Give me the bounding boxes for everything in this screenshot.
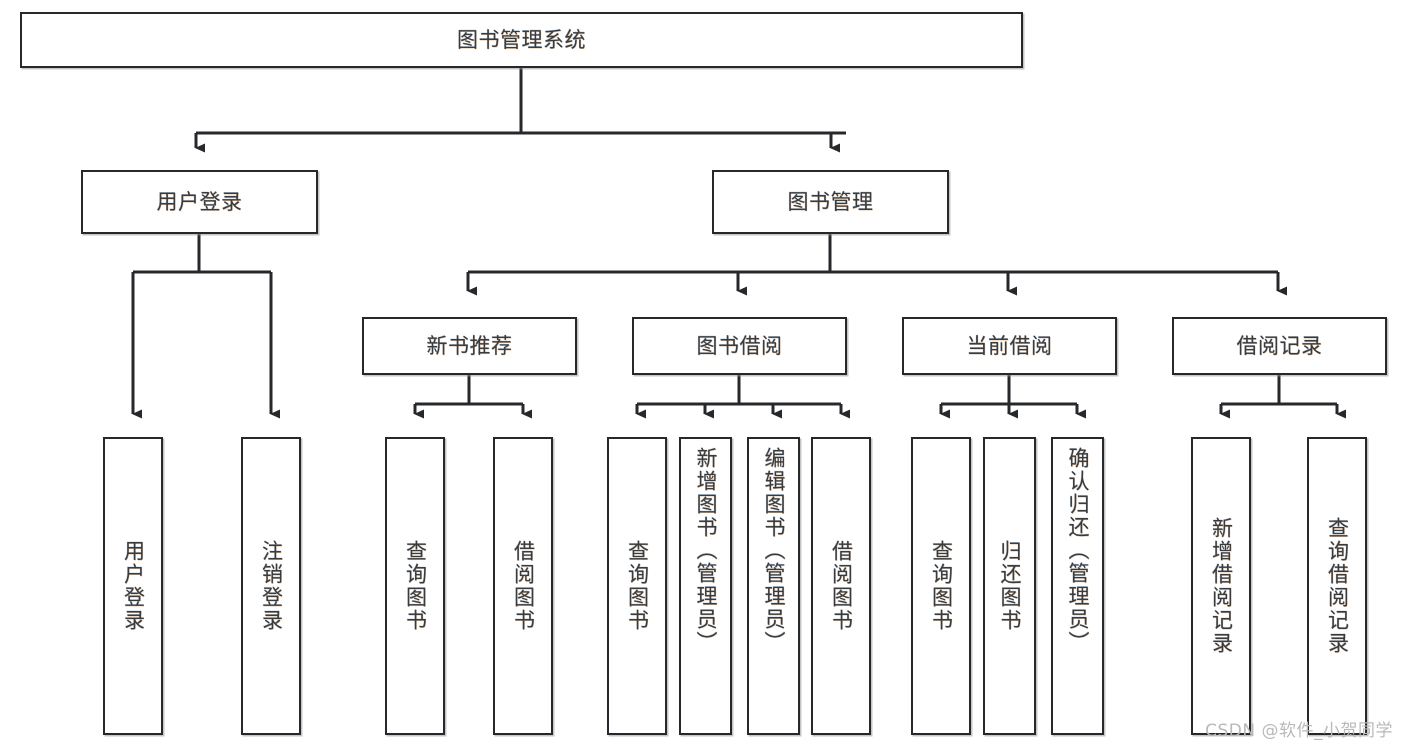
node-new-book-recommend[interactable]: 新书推荐 bbox=[362, 317, 577, 375]
node-book-management-label: 图书管理 bbox=[787, 189, 874, 214]
node-leaf-query-book-current-label: 查询图书 bbox=[929, 540, 954, 632]
node-current-borrow[interactable]: 当前借阅 bbox=[902, 317, 1117, 375]
node-user-login[interactable]: 用户登录 bbox=[81, 170, 318, 234]
node-leaf-query-book-recommend[interactable]: 查询图书 bbox=[385, 437, 445, 735]
node-leaf-add-book[interactable]: 新增图书（管理员） bbox=[679, 437, 732, 735]
node-leaf-query-book-borrow-label: 查询图书 bbox=[625, 540, 650, 632]
node-leaf-user-login-label: 用户登录 bbox=[121, 540, 146, 632]
node-leaf-user-login[interactable]: 用户登录 bbox=[103, 437, 163, 735]
node-leaf-borrow-book-recommend-label: 借阅图书 bbox=[511, 540, 536, 632]
node-current-borrow-label: 当前借阅 bbox=[966, 333, 1053, 358]
node-book-borrow[interactable]: 图书借阅 bbox=[632, 317, 847, 375]
node-root-system-label: 图书管理系统 bbox=[457, 27, 586, 52]
node-leaf-return-book[interactable]: 归还图书 bbox=[983, 437, 1036, 735]
node-borrow-record[interactable]: 借阅记录 bbox=[1172, 317, 1387, 375]
node-leaf-add-borrow-record[interactable]: 新增借阅记录 bbox=[1191, 437, 1251, 735]
node-leaf-confirm-return[interactable]: 确认归还（管理员） bbox=[1051, 437, 1104, 735]
node-leaf-add-borrow-record-label: 新增借阅记录 bbox=[1209, 517, 1234, 655]
node-leaf-lend-book-label: 借阅图书 bbox=[829, 540, 854, 632]
node-new-book-recommend-label: 新书推荐 bbox=[426, 333, 513, 358]
node-leaf-query-borrow-record-label: 查询借阅记录 bbox=[1325, 517, 1350, 655]
node-leaf-add-book-label: 新增图书（管理员） bbox=[694, 447, 718, 654]
node-leaf-edit-book[interactable]: 编辑图书（管理员） bbox=[747, 437, 800, 735]
node-root-system[interactable]: 图书管理系统 bbox=[20, 12, 1023, 68]
node-book-borrow-label: 图书借阅 bbox=[696, 333, 783, 358]
node-leaf-lend-book[interactable]: 借阅图书 bbox=[811, 437, 871, 735]
node-leaf-confirm-return-label: 确认归还（管理员） bbox=[1066, 447, 1090, 654]
node-leaf-query-book-borrow[interactable]: 查询图书 bbox=[607, 437, 667, 735]
node-leaf-query-book-current[interactable]: 查询图书 bbox=[911, 437, 971, 735]
node-book-management[interactable]: 图书管理 bbox=[712, 170, 949, 234]
node-borrow-record-label: 借阅记录 bbox=[1236, 333, 1323, 358]
node-leaf-borrow-book-recommend[interactable]: 借阅图书 bbox=[493, 437, 553, 735]
node-leaf-logout-label: 注销登录 bbox=[259, 540, 284, 632]
node-leaf-edit-book-label: 编辑图书（管理员） bbox=[762, 447, 786, 654]
node-user-login-label: 用户登录 bbox=[156, 189, 243, 214]
node-leaf-query-book-recommend-label: 查询图书 bbox=[403, 540, 428, 632]
node-leaf-query-borrow-record[interactable]: 查询借阅记录 bbox=[1307, 437, 1367, 735]
node-leaf-logout[interactable]: 注销登录 bbox=[241, 437, 301, 735]
node-leaf-return-book-label: 归还图书 bbox=[998, 540, 1022, 632]
